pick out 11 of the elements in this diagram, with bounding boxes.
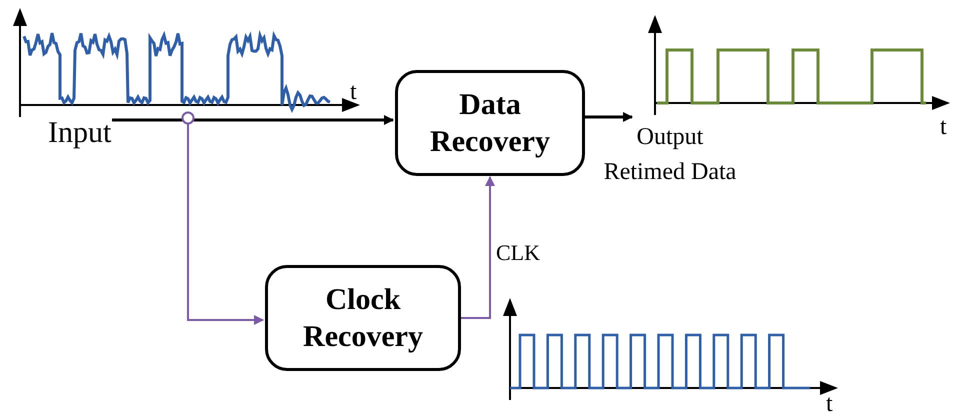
input-label: Input	[48, 116, 112, 150]
axis-label: t	[826, 392, 833, 416]
arrow	[187, 124, 264, 325]
axis-label: t	[350, 80, 357, 104]
process-box: Clock Recovery	[265, 265, 461, 371]
axis-label: t	[940, 115, 947, 139]
arrow	[461, 176, 495, 319]
arrow	[585, 112, 633, 122]
process-box: Data Recovery	[395, 70, 585, 176]
output-label: Output Retimed Data	[596, 120, 744, 190]
arrow	[112, 115, 394, 125]
